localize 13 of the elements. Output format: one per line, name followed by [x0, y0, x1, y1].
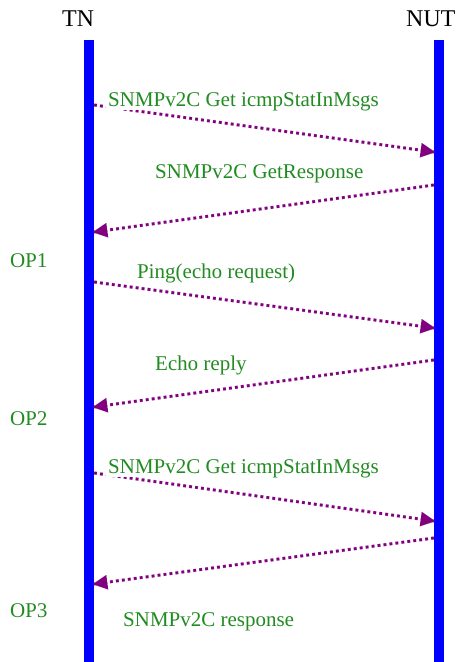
- message-arrow: [94, 472, 436, 527]
- message-label: Echo reply: [153, 352, 249, 374]
- lifeline-title: NUT: [406, 6, 456, 33]
- message-arrow: [92, 358, 434, 413]
- step-label: OP3: [10, 598, 48, 623]
- message-arrow: [92, 536, 434, 590]
- lifeline-title: TN: [62, 6, 94, 33]
- message-arrow: [94, 280, 436, 334]
- message-arrow: [94, 104, 436, 158]
- step-label: OP2: [10, 406, 48, 431]
- step-label: OP1: [10, 248, 48, 273]
- message-arrow: [92, 184, 434, 238]
- message-label: Ping(echo request): [135, 260, 298, 282]
